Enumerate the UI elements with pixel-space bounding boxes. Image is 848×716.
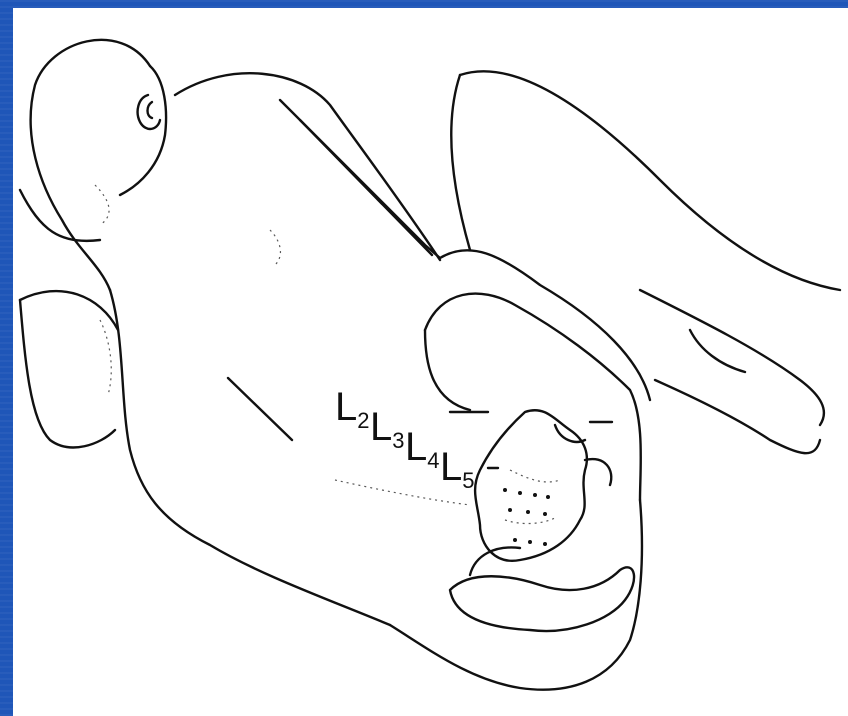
- back-outline: [175, 73, 440, 260]
- lower-head: [20, 300, 115, 447]
- lower-leg: [640, 290, 824, 425]
- label-l5: L5: [440, 445, 475, 493]
- vertebra-labels: L2 L3 L4 L5: [335, 385, 475, 493]
- label-l4: L4: [405, 425, 440, 473]
- label-l3: L3: [370, 405, 405, 453]
- head-outline: [31, 40, 150, 290]
- pelvis-base: [450, 567, 634, 631]
- sacral-foramina: [503, 488, 550, 546]
- thigh-top: [460, 71, 840, 290]
- lumbar-position-drawing: L2 L3 L4 L5: [13, 8, 848, 716]
- ear-icon: [138, 95, 160, 129]
- illustration-panel: L2 L3 L4 L5: [13, 8, 848, 716]
- label-l2: L2: [335, 385, 370, 433]
- sacrum-outline: [475, 410, 587, 561]
- head-top: [120, 66, 166, 195]
- torso-front: [110, 290, 390, 625]
